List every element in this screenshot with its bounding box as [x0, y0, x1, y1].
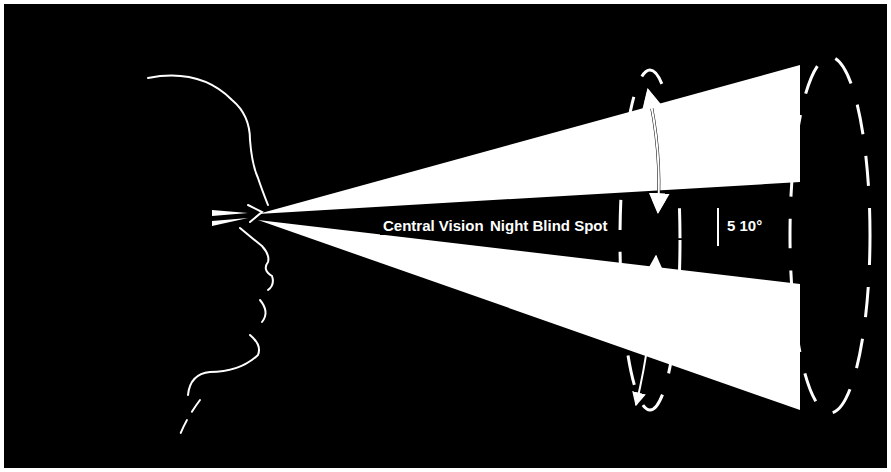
region-label: Central Vision	[380, 217, 487, 235]
angle-label: 5 10°	[724, 217, 765, 235]
range-arrow	[648, 90, 659, 212]
angle-bar	[717, 208, 719, 246]
range-arrow	[636, 256, 656, 405]
background	[4, 4, 887, 468]
lower-vision-cone	[258, 220, 800, 410]
eye-ray	[212, 210, 248, 216]
eye-ray	[212, 218, 248, 226]
dashed-field-ellipse	[790, 57, 870, 413]
region-label: Night Blind Spot	[487, 217, 610, 235]
dashed-field-ellipse	[620, 70, 680, 410]
head-profile	[148, 76, 273, 440]
upper-vision-cone	[258, 65, 800, 214]
range-arrow	[648, 90, 659, 212]
